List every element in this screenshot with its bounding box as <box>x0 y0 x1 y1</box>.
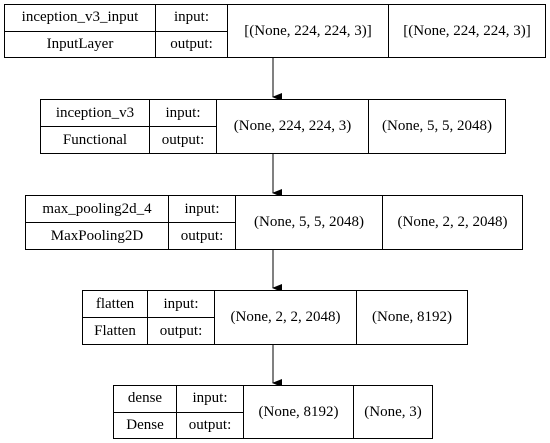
io-label-cell: input: output: <box>177 386 244 438</box>
layer-name: inception_v3 <box>55 104 135 121</box>
layer-name-type-cell: max_pooling2d_4 MaxPooling2D <box>26 196 169 249</box>
layer-type: Functional <box>41 126 149 153</box>
output-label: output: <box>169 222 235 249</box>
input-shape: [(None, 224, 224, 3)] <box>228 5 389 57</box>
layer-type: MaxPooling2D <box>26 222 168 249</box>
io-label-cell: input: output: <box>156 5 228 57</box>
output-label: output: <box>156 30 227 58</box>
layer-name-type-cell: inception_v3_input InputLayer <box>5 5 156 57</box>
output-shape: (None, 8192) <box>372 309 452 325</box>
input-label: input: <box>192 390 228 407</box>
layer-name-type-cell: dense Dense <box>114 386 177 438</box>
input-shape: (None, 224, 224, 3) <box>217 100 369 153</box>
layer-node-inception-v3-input: inception_v3_input InputLayer input: out… <box>4 4 546 58</box>
layer-name-type-cell: inception_v3 Functional <box>41 100 150 153</box>
layer-type: InputLayer <box>5 30 155 58</box>
output-shape: (None, 5, 5, 2048) <box>382 118 492 134</box>
output-shape: (None, 2, 2, 2048) <box>397 214 508 230</box>
layer-name: inception_v3_input <box>21 9 139 26</box>
layer-name: max_pooling2d_4 <box>42 200 152 217</box>
output-shape: [(None, 224, 224, 3)] <box>403 22 531 39</box>
output-label: output: <box>150 126 216 153</box>
layer-type: Flatten <box>83 317 147 344</box>
layer-type: Dense <box>114 411 176 439</box>
io-label-cell: input: output: <box>169 196 236 249</box>
input-label: input: <box>184 200 220 217</box>
output-label: output: <box>177 411 243 439</box>
layer-name-type-cell: flatten Flatten <box>83 291 148 344</box>
input-label: input: <box>173 9 209 26</box>
output-shape: (None, 3) <box>364 403 422 420</box>
input-shape: (None, 5, 5, 2048) <box>236 196 383 249</box>
layer-node-flatten: flatten Flatten input: output: (None, 2,… <box>82 290 468 345</box>
io-label-cell: input: output: <box>150 100 217 153</box>
input-shape: (None, 2, 2, 2048) <box>215 291 357 344</box>
layer-node-dense: dense Dense input: output: (None, 8192) … <box>113 385 433 439</box>
layer-name: flatten <box>95 295 135 312</box>
input-shape: (None, 8192) <box>244 386 354 438</box>
io-label-cell: input: output: <box>148 291 215 344</box>
layer-node-max-pooling2d-4: max_pooling2d_4 MaxPooling2D input: outp… <box>25 195 523 250</box>
input-label: input: <box>165 104 201 121</box>
input-label: input: <box>163 295 199 312</box>
layer-node-inception-v3: inception_v3 Functional input: output: (… <box>40 99 506 154</box>
output-label: output: <box>148 317 214 344</box>
layer-name: dense <box>127 390 163 407</box>
